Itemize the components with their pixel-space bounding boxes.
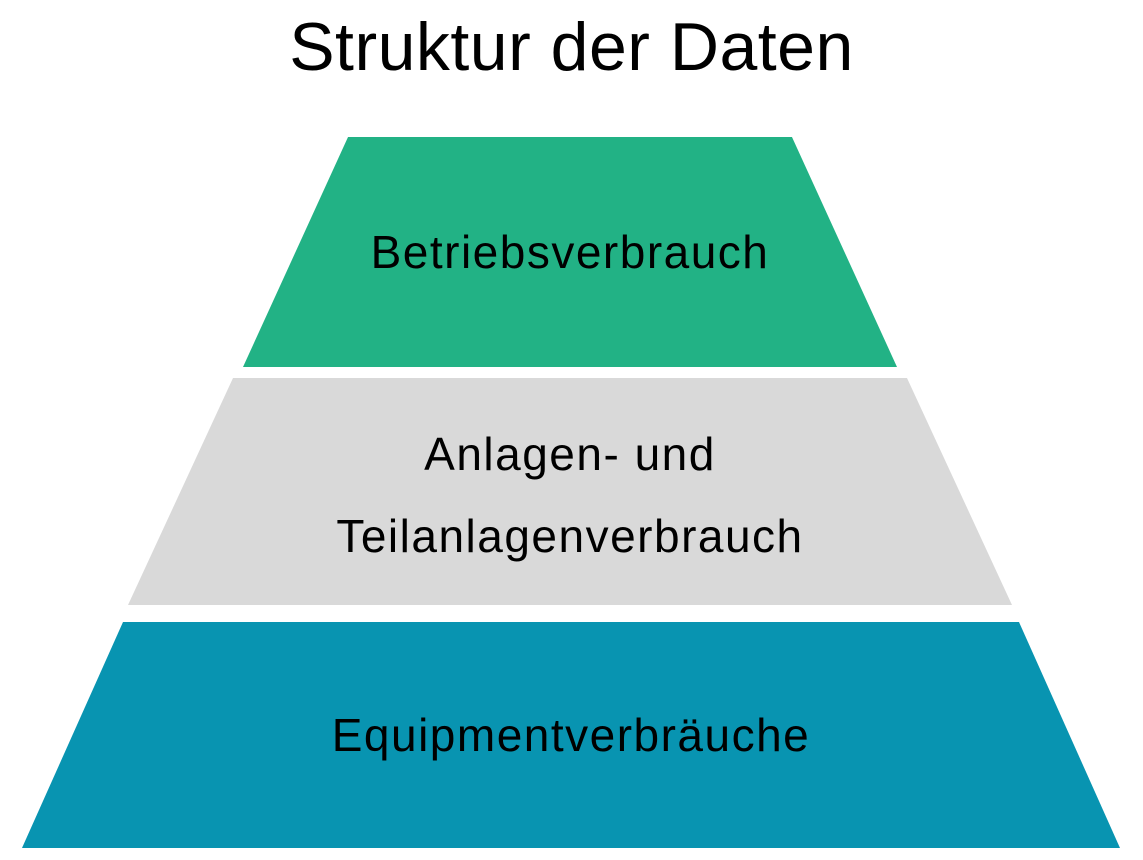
pyramid-level-betriebsverbrauch: Betriebsverbrauch: [243, 137, 897, 367]
pyramid-level-equipmentverbraeuche: Equipmentverbräuche: [22, 622, 1120, 848]
pyramid-level-label: Anlagen- und Teilanlagenverbrauch: [336, 407, 803, 577]
pyramid-level-anlagen-teilanlagen: Anlagen- und Teilanlagenverbrauch: [128, 378, 1012, 605]
diagram-title: Struktur der Daten: [289, 9, 854, 85]
pyramid-level-label: Equipmentverbräuche: [331, 709, 811, 761]
pyramid-level-label-line: Anlagen- und: [424, 427, 716, 480]
pyramid-level-label-line: Teilanlagenverbrauch: [336, 509, 804, 562]
pyramid-level-label: Betriebsverbrauch: [370, 226, 770, 278]
